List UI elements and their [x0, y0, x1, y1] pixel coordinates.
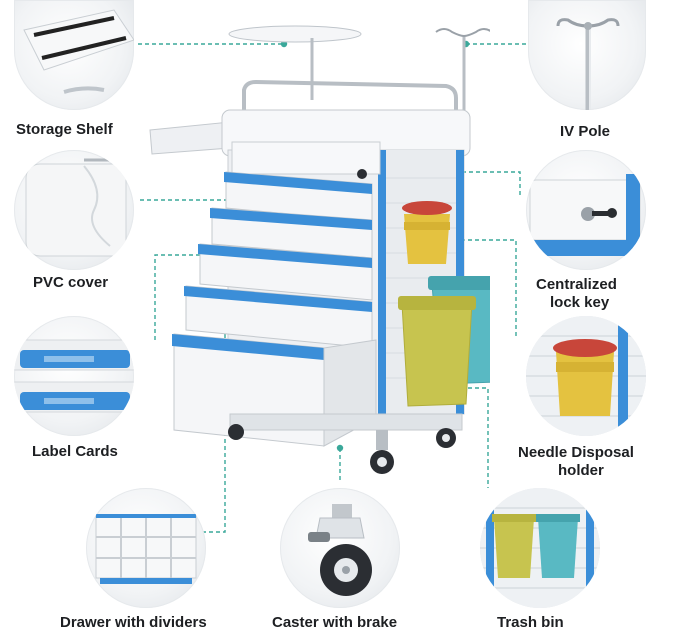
drawer-dividers-label: Drawer with dividers	[60, 614, 207, 631]
label-cards-label: Label Cards	[32, 443, 118, 460]
trash-bin-detail	[480, 488, 600, 608]
label-cards-detail	[14, 316, 134, 436]
centralized-lock-detail	[526, 150, 646, 270]
medical-cart-illustration	[149, 25, 490, 474]
needle-disposal-label-line2: holder	[558, 462, 604, 479]
centralized-lock-label-line1: Centralized	[536, 276, 617, 293]
caster-brake-label: Caster with brake	[272, 614, 398, 631]
storage-shelf-detail	[14, 0, 134, 110]
pvc-cover-label: PVC cover	[33, 274, 109, 291]
needle-disposal-label-line1: Needle Disposal	[518, 444, 634, 461]
storage-shelf-label: Storage Shelf	[16, 121, 113, 138]
drawer-dividers-detail	[86, 488, 206, 608]
trash-bin-label: Trash bin	[497, 614, 564, 631]
iv-pole-detail	[528, 0, 646, 110]
centralized-lock-label-line2: lock key	[550, 294, 610, 311]
needle-disposal-detail	[526, 316, 646, 436]
caster-brake-detail	[280, 488, 400, 608]
pvc-cover-detail	[14, 150, 134, 270]
iv-pole-label: IV Pole	[560, 123, 611, 140]
